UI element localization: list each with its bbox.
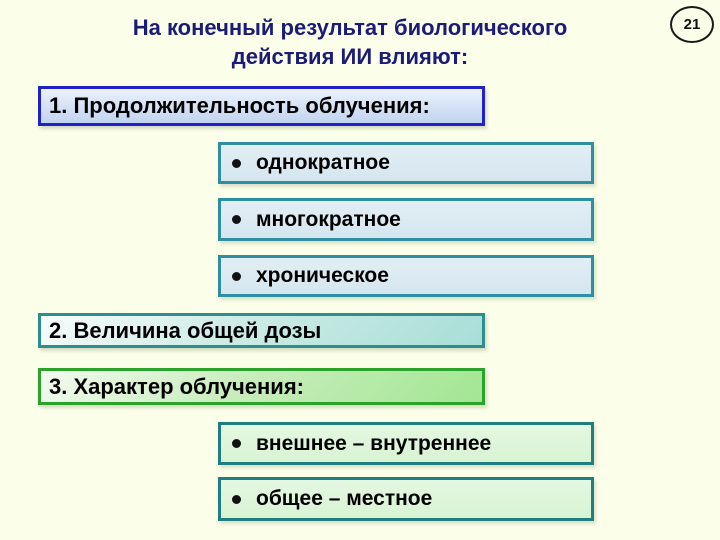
section-3-bullet-1: внешнее – внутреннее	[218, 422, 594, 465]
section-1-bullet-1-label: однократное	[256, 151, 390, 174]
section-1-bullet-2: многократное	[218, 198, 594, 241]
section-1-bullet-3: хроническое	[218, 255, 594, 297]
slide-title: На конечный результат биологического дей…	[55, 13, 645, 71]
bullet-dot-icon	[232, 158, 241, 168]
bullet-dot-icon	[232, 271, 241, 281]
section-1-bullet-3-label: хроническое	[256, 264, 389, 287]
slide-title-line-1: На конечный результат биологического	[132, 15, 568, 40]
section-1-bullet-1: однократное	[218, 142, 594, 184]
bullet-dot-icon	[232, 439, 241, 448]
section-1-header: 1. Продолжительность облучения:	[38, 86, 485, 126]
section-3-label: 3. Характер облучения:	[49, 373, 304, 399]
section-3-header: 3. Характер облучения:	[38, 368, 485, 405]
section-3-bullet-2-label: общее – местное	[256, 487, 433, 510]
section-2-label: 2. Величина общей дозы	[49, 317, 322, 343]
section-3-bullet-1-label: внешнее – внутреннее	[256, 431, 492, 455]
bullet-dot-icon	[232, 215, 241, 224]
page-number-badge: 21	[670, 6, 714, 43]
section-3-bullet-2: общее – местное	[218, 477, 594, 521]
bullet-dot-icon	[232, 494, 241, 504]
slide-title-line-2: действия ИИ влияют:	[231, 44, 469, 69]
page-number: 21	[683, 16, 701, 33]
section-1-bullet-2-label: многократное	[256, 207, 401, 231]
section-1-label: 1. Продолжительность облучения:	[49, 93, 430, 118]
section-2-header: 2. Величина общей дозы	[38, 313, 485, 348]
